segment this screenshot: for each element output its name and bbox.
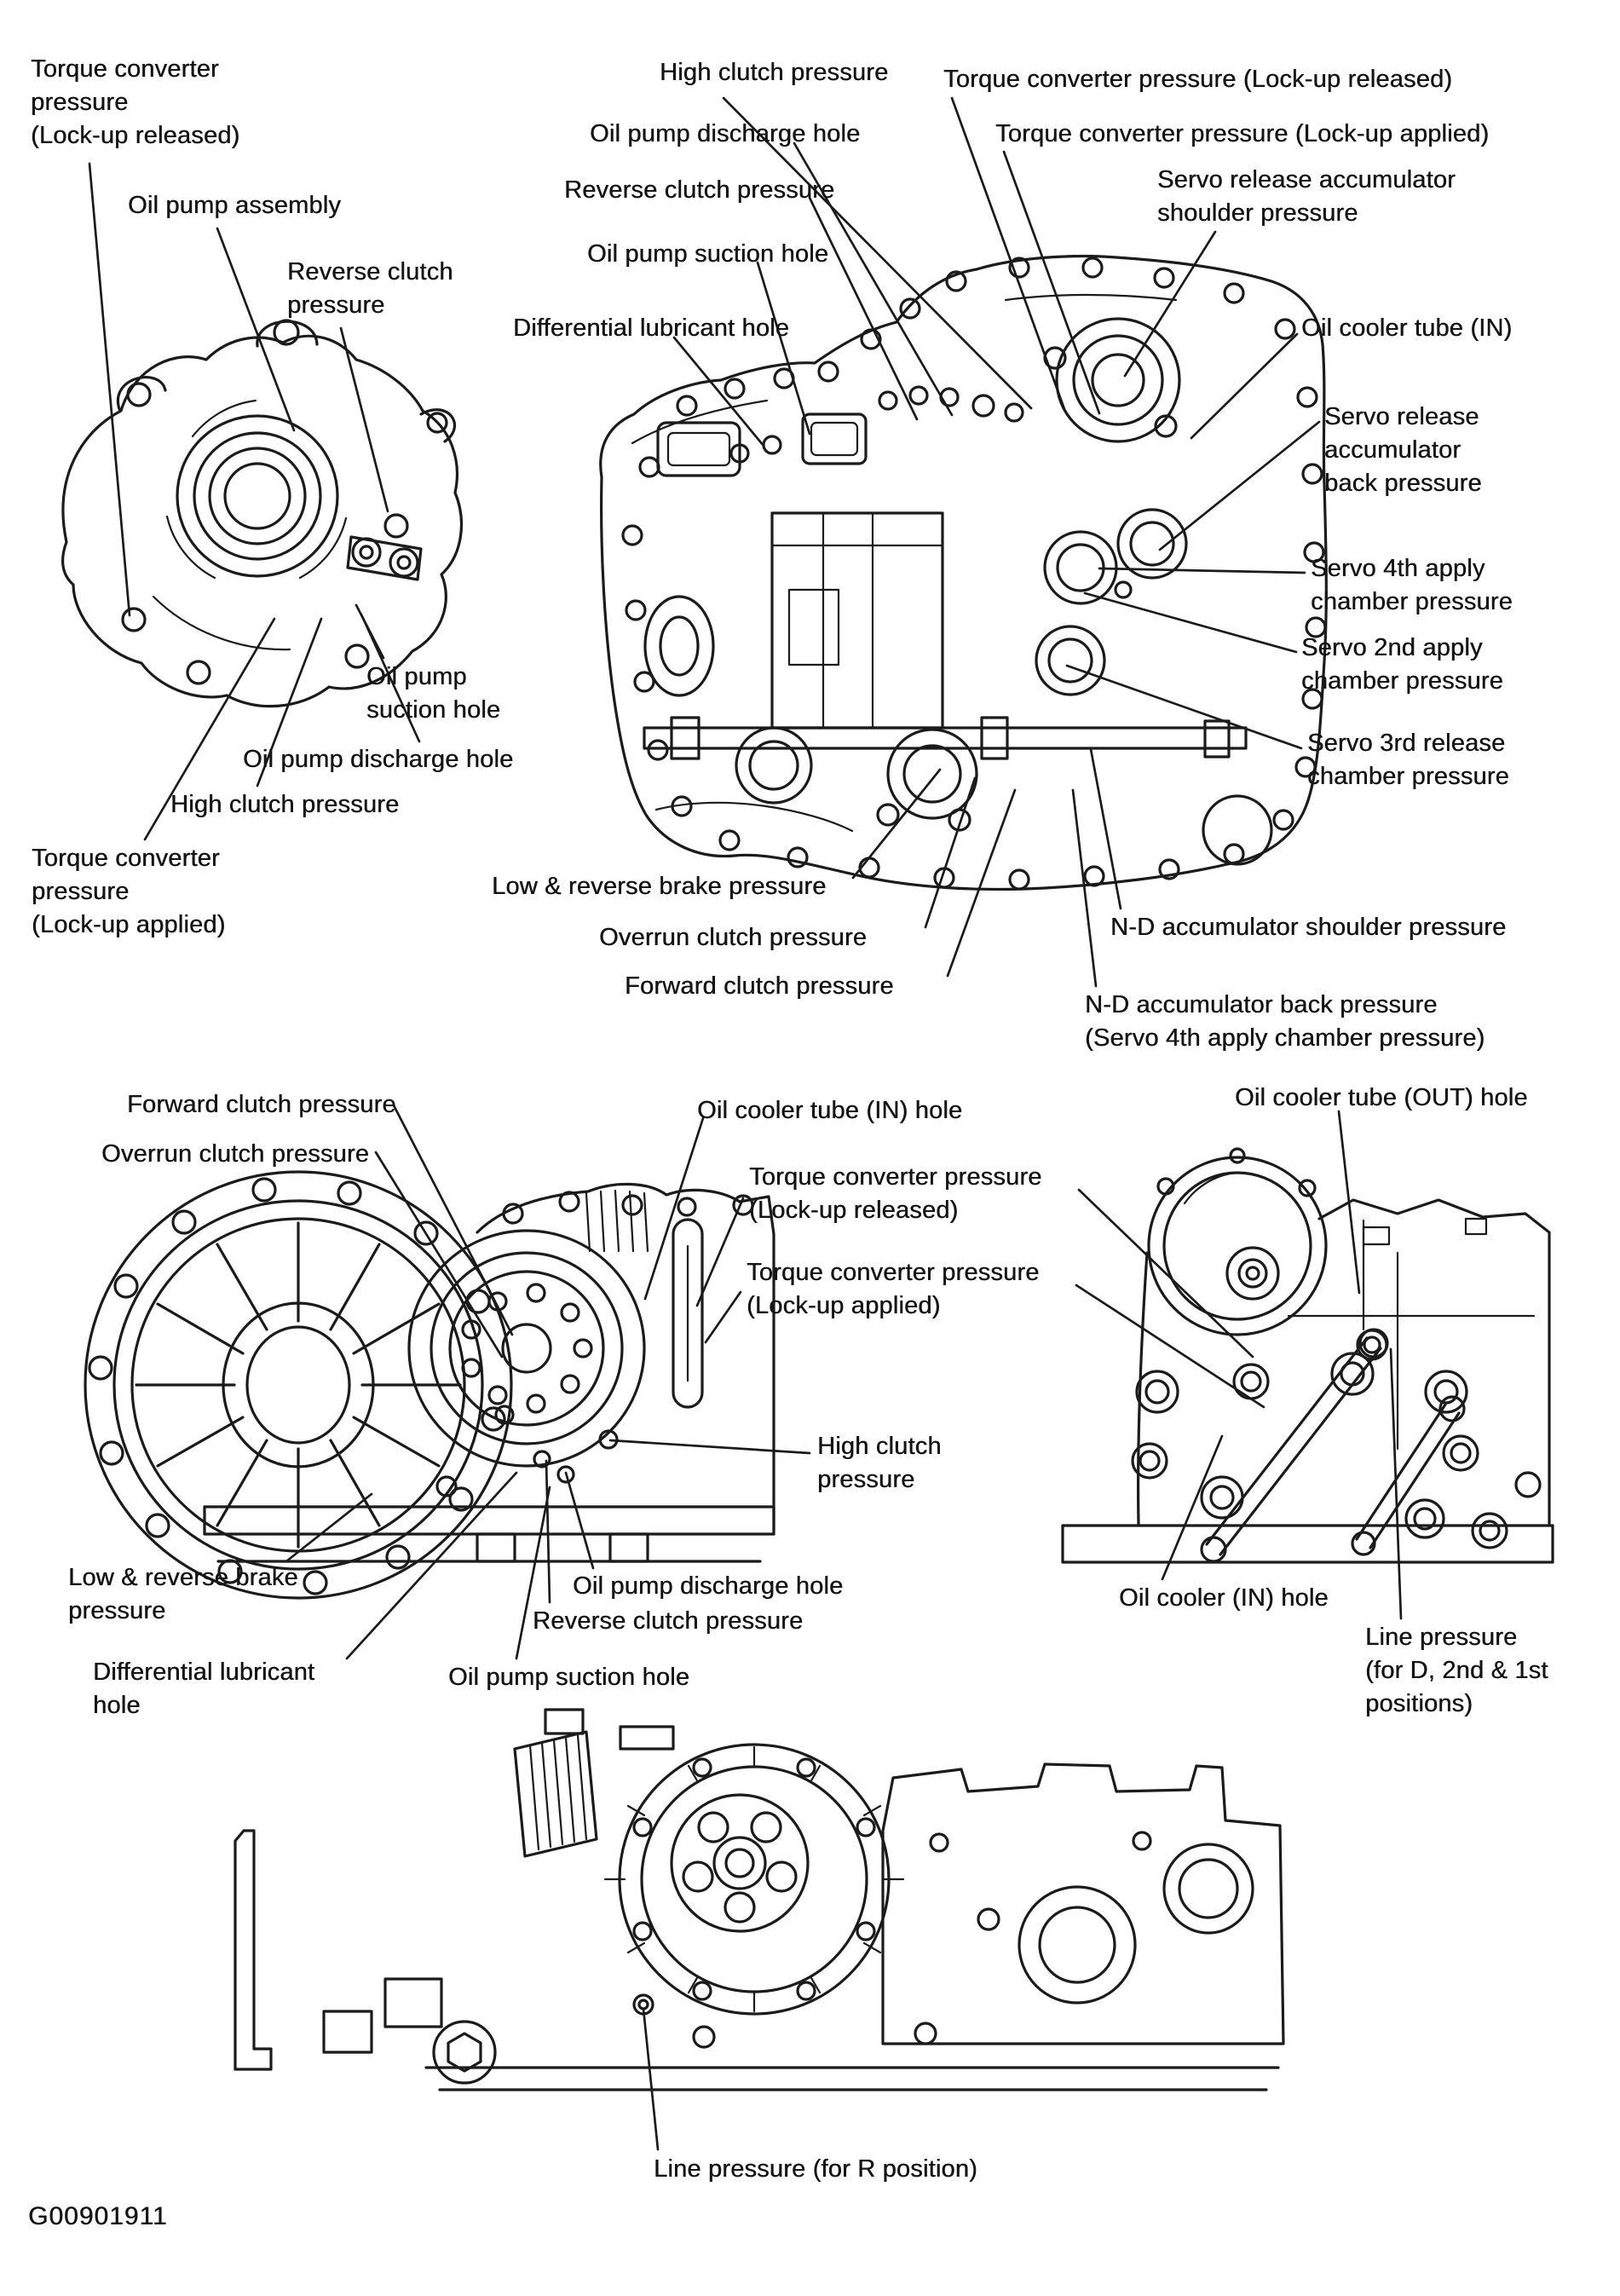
label-tc-applied-top: Torque converter pressure (Lock-up appli… (995, 120, 1490, 147)
label-nd-accumulator-back: N-D accumulator back pressure (Servo 4th… (1085, 991, 1485, 1052)
label-nd-accumulator-shoulder: N-D accumulator shoulder pressure (1110, 914, 1507, 941)
label-forward-top: Forward clutch pressure (625, 972, 894, 1000)
label-low-reverse-top: Low & reverse brake pressure (492, 873, 827, 900)
label-oil-pump-suction-top: Oil pump suction hole (587, 240, 829, 268)
converter-housing-side-drawing (84, 1170, 775, 1600)
label-high-clutch-top: High clutch pressure (660, 59, 889, 86)
label-reverse-clutch-topleft: Reverse clutch pressure (287, 258, 453, 319)
label-servo-release-shoulder: Servo release accumulator shoulder press… (1157, 166, 1456, 227)
figure-id: G00901911 (28, 2202, 168, 2230)
leader-line-servo-2nd-apply (1083, 591, 1298, 654)
leader-line-nd-accumulator-back (1071, 788, 1098, 988)
label-servo-3rd-release: Servo 3rd release chamber pressure (1307, 730, 1509, 790)
label-tc-applied-mid: Torque converter pressure (Lock-up appli… (747, 1259, 1040, 1319)
leader-line-tc-released-top (950, 96, 1066, 411)
leader-line-oil-pump-suction-mid (515, 1485, 551, 1660)
label-oil-cooler-tube-out-hole: Oil cooler tube (OUT) hole (1235, 1084, 1528, 1111)
label-servo-2nd-apply: Servo 2nd apply chamber pressure (1301, 634, 1503, 695)
leader-line-tc-applied-topleft (143, 617, 276, 841)
label-overrun-mid: Overrun clutch pressure (101, 1140, 370, 1168)
label-high-clutch-topleft: High clutch pressure (170, 791, 400, 818)
leader-line-oil-cooler-in-hole (1161, 1434, 1224, 1581)
label-servo-4th-apply: Servo 4th apply chamber pressure (1311, 555, 1513, 615)
leader-line-differential-lubricant-top (672, 336, 765, 447)
leader-line-forward-mid (392, 1104, 514, 1336)
label-low-reverse-mid: Low & reverse brake pressure (68, 1564, 298, 1624)
label-oil-cooler-in-hole: Oil cooler (IN) hole (1119, 1584, 1329, 1612)
leader-line-high-clutch-topleft (256, 617, 323, 787)
label-tc-released-mid: Torque converter pressure (Lock-up relea… (749, 1163, 1042, 1224)
leader-line-tc-released-topleft (88, 162, 131, 617)
leader-line-low-reverse-top (851, 768, 942, 880)
label-forward-mid: Forward clutch pressure (127, 1091, 396, 1118)
leader-line-line-pressure-r (642, 2007, 660, 2151)
label-oil-cooler-tube-in: Oil cooler tube (IN) (1301, 314, 1513, 342)
leader-line-forward-top (946, 788, 1017, 978)
leader-line-line-pressure-d (1389, 1347, 1403, 1620)
label-tc-applied-topleft: Torque converter pressure (Lock-up appli… (32, 845, 226, 938)
transaxle-rear-drawing (1061, 1147, 1554, 1564)
leader-line-oil-pump-discharge-topleft (360, 613, 421, 743)
leader-line-oil-pump-discharge-mid (564, 1471, 595, 1570)
leader-lines-layer (88, 96, 1403, 2151)
leader-line-reverse-clutch-mid (545, 1459, 551, 1604)
label-oil-pump-suction-topleft: Oil pump suction hole (366, 663, 501, 724)
label-oil-pump-suction-mid: Oil pump suction hole (448, 1664, 690, 1691)
leader-line-oil-pump-assembly (216, 227, 296, 432)
leader-line-differential-lubricant-mid (345, 1471, 518, 1660)
label-tc-released-topleft: Torque converter pressure (Lock-up relea… (31, 55, 240, 149)
label-oil-cooler-tube-in-hole: Oil cooler tube (IN) hole (697, 1097, 963, 1124)
label-line-pressure-d: Line pressure (for D, 2nd & 1st position… (1365, 1624, 1548, 1717)
leader-line-tc-applied-top (1002, 150, 1101, 415)
leader-line-low-reverse-mid (285, 1492, 373, 1563)
leader-line-high-clutch-mid (608, 1439, 811, 1455)
oil-pump-assembly-drawing (61, 319, 464, 708)
leader-line-oil-pump-suction-top (756, 261, 811, 436)
leader-line-oil-cooler-tube-in (1190, 332, 1299, 440)
leader-line-nd-accumulator-shoulder (1089, 747, 1122, 910)
leader-line-oil-cooler-tube-in-hole (643, 1116, 705, 1301)
label-reverse-clutch-top: Reverse clutch pressure (564, 176, 835, 204)
leader-line-tc-applied-mid (704, 1290, 742, 1344)
label-oil-pump-assembly: Oil pump assembly (128, 192, 341, 219)
label-line-pressure-r: Line pressure (for R position) (654, 2155, 977, 2183)
label-servo-release-back: Servo release accumulator back pressure (1324, 403, 1482, 497)
label-high-clutch-mid: High clutch pressure (817, 1433, 942, 1493)
leader-line-tc-applied-mid (1075, 1284, 1265, 1409)
leader-line-oil-pump-discharge-top (793, 141, 954, 417)
label-reverse-clutch-mid: Reverse clutch pressure (533, 1607, 804, 1635)
label-overrun-top: Overrun clutch pressure (599, 924, 868, 951)
label-oil-pump-discharge-mid: Oil pump discharge hole (573, 1572, 844, 1600)
leader-line-overrun-top (924, 776, 977, 929)
leader-line-servo-release-shoulder (1123, 230, 1217, 378)
leader-line-overrun-mid (374, 1151, 504, 1359)
transaxle-bottom-drawing (233, 1708, 1285, 2091)
leader-line-servo-3rd-release (1065, 664, 1303, 750)
label-oil-pump-discharge-top: Oil pump discharge hole (590, 120, 861, 147)
leader-line-reverse-clutch-top (808, 196, 919, 421)
label-oil-pump-discharge-topleft: Oil pump discharge hole (243, 746, 514, 773)
valve-body-side-drawing (599, 254, 1328, 891)
leader-line-tc-released-mid (1077, 1188, 1254, 1359)
leader-line-servo-4th-apply (1098, 567, 1306, 574)
leader-line-oil-cooler-tube-out-hole (1337, 1110, 1361, 1295)
leader-line-reverse-clutch-topleft (339, 326, 389, 513)
leader-line-servo-release-back (1158, 420, 1321, 551)
leader-line-tc-released-mid (695, 1197, 745, 1307)
label-differential-lubricant-mid: Differential lubricant hole (93, 1659, 315, 1719)
label-tc-released-top: Torque converter pressure (Lock-up relea… (943, 66, 1453, 93)
label-differential-lubricant-top: Differential lubricant hole (513, 314, 790, 342)
leader-line-high-clutch-top (722, 96, 1033, 410)
